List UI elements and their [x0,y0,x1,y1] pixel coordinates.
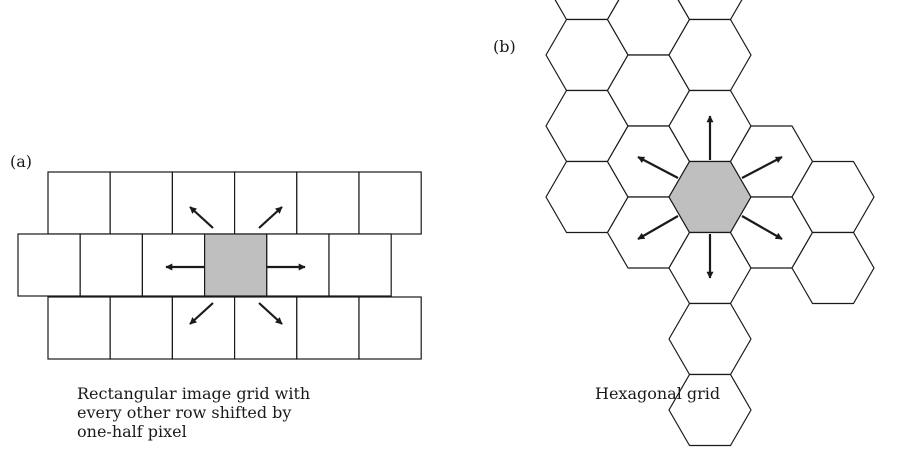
hex-cell [791,231,875,305]
rect-cell [234,296,298,360]
rect-cell [358,171,422,235]
panel-a-caption-line-1: Rectangular image grid with [77,384,311,403]
rect-cell [17,233,81,297]
rectangular-grid [17,171,422,360]
rect-cell [328,233,392,297]
rect-cell [47,296,111,360]
panel-a-caption-line-2: every other row shifted by [77,403,292,422]
rect-cell [171,171,236,235]
hexagonal-neighbor-arrows [637,115,783,279]
rect-center-cell [204,233,268,297]
rect-cell [141,233,206,297]
neighbor-arrow [741,156,783,179]
panel-b-caption: Hexagonal grid [595,384,721,403]
rectangular-neighbor-arrows [165,206,306,325]
rect-cell [234,171,298,235]
rect-cell [109,171,173,235]
panel-a-caption-line-3: one-half pixel [77,422,187,441]
neighbor-arrow [741,215,783,240]
neighbor-arrow [637,215,679,240]
neighbor-arrow [189,302,214,325]
rect-cell [47,171,111,235]
rect-cell [171,296,236,360]
panel-b-label: (b) [493,37,516,56]
rect-cell [109,296,173,360]
rect-cell [296,296,360,360]
hex-cell [668,302,752,376]
rect-cell [358,296,422,360]
panel-a-label: (a) [10,152,33,171]
rect-cell [296,171,360,235]
hexagonal-grid [545,0,875,447]
neighbor-arrow [637,156,679,179]
rect-cell [79,233,143,297]
rect-cell [266,233,330,297]
neighbor-arrow [258,206,283,229]
neighbor-arrow [189,206,214,229]
hex-cell [668,373,752,447]
panel-a-caption: Rectangular image grid with every other … [77,384,310,441]
neighbor-arrow [258,302,283,325]
